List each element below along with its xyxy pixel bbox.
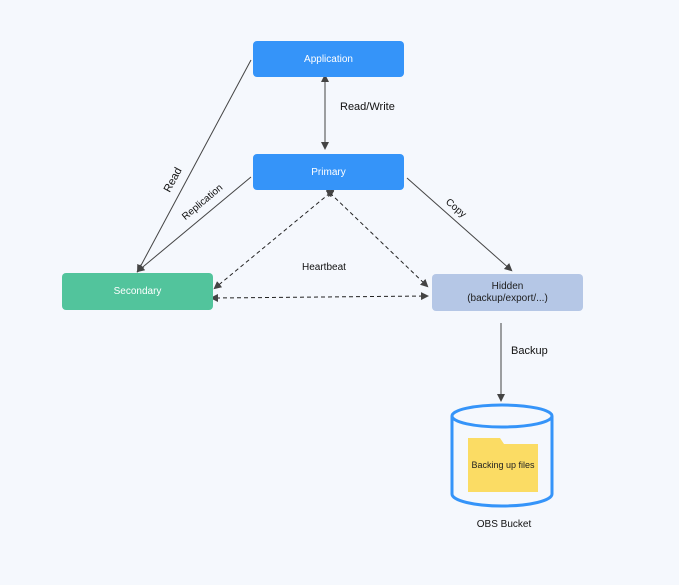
primary-node-label: Primary — [311, 166, 346, 178]
heartbeat-primary-secondary — [213, 189, 335, 290]
primary-node[interactable]: Primary — [253, 154, 404, 190]
replication-connector — [136, 176, 252, 273]
application-node-label: Application — [304, 53, 353, 65]
hidden-node[interactable]: Hidden (backup/export/...) — [432, 274, 583, 311]
bucket-label: OBS Bucket — [476, 519, 532, 530]
secondary-node[interactable]: Secondary — [62, 273, 213, 310]
read-connector — [137, 59, 252, 273]
copy-connector — [406, 177, 513, 272]
folder-label: Backing up files — [471, 460, 535, 470]
application-node[interactable]: Application — [253, 41, 404, 77]
read-write-label: Read/Write — [340, 101, 395, 113]
hidden-node-subtitle: (backup/export/...) — [467, 292, 548, 304]
heartbeat-label: Heartbeat — [302, 262, 346, 273]
backup-label: Backup — [511, 345, 548, 357]
folder-icon — [468, 438, 538, 492]
secondary-node-label: Secondary — [113, 286, 162, 297]
hidden-node-title: Hidden — [491, 280, 524, 292]
heartbeat-secondary-hidden — [210, 292, 429, 302]
heartbeat-primary-hidden — [325, 188, 429, 288]
